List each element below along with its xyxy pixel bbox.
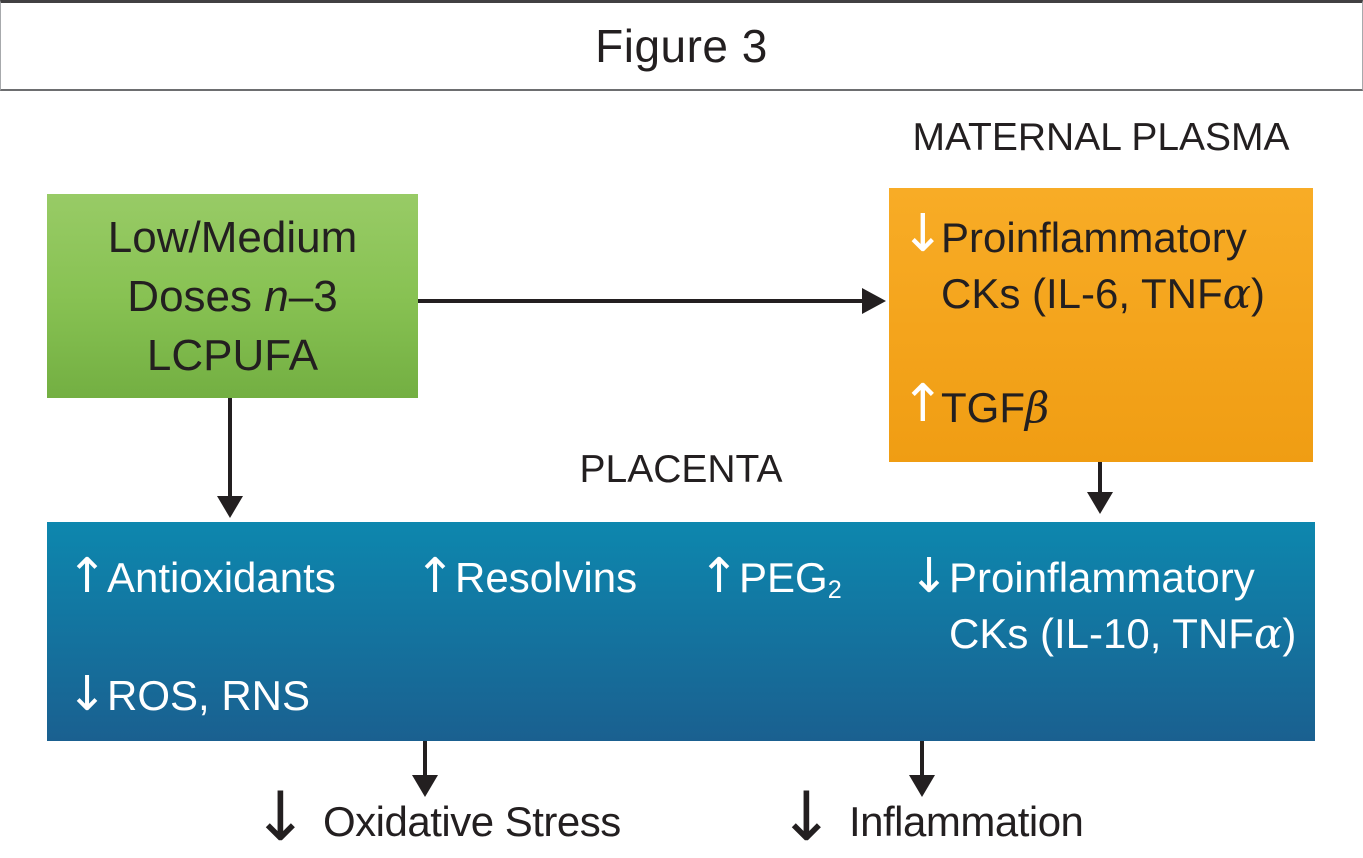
connector-arrow-green-to-placenta-stem (228, 398, 232, 498)
lcpufa-line2-post: –3 (288, 271, 338, 321)
down-arrow-icon: ↓ (778, 778, 835, 857)
placenta-peg2-item: ↑ PEG2 (699, 550, 842, 612)
placenta-antioxidants-label: Antioxidants (107, 554, 336, 601)
maternal-tgf-text: TGFβ (941, 380, 1049, 436)
maternal-plasma-label: MATERNAL PLASMA (912, 116, 1290, 159)
placenta-peg2-label: PEG2 (739, 550, 842, 612)
placenta-resolvins-item: ↑ Resolvins (415, 550, 637, 606)
maternal-cks-text: Proinflammatory CKs (IL-6, TNFα) (941, 210, 1265, 322)
inflammation-label: Inflammation (848, 798, 1084, 845)
placenta-cks-text: Proinflammatory CKs (IL-10, TNFα) (949, 550, 1296, 662)
oxidative-stress-label: Oxidative Stress (322, 798, 621, 845)
placenta-cks-item: ↓ Proinflammatory CKs (IL-10, TNFα) (909, 550, 1296, 662)
connector-arrow-green-to-orange-head (862, 288, 886, 314)
placenta-peg2-subscript: 2 (827, 575, 842, 604)
alpha-symbol: α (1253, 609, 1283, 658)
connector-arrow-to-inflammation-stem (920, 741, 924, 777)
connector-arrow-to-inflammation-head (909, 775, 935, 797)
placenta-resolvins-label: Resolvins (455, 554, 638, 601)
down-arrow-icon: ↓ (901, 204, 945, 264)
maternal-cks-item: ↓ Proinflammatory CKs (IL-6, TNFα) (901, 204, 1265, 322)
lcpufa-line2-n-italic: n (264, 271, 289, 321)
placenta-ros-label: ROS, RNS (107, 672, 311, 719)
maternal-tgf-item: ↑ TGFβ (901, 374, 1049, 436)
up-arrow-icon: ↑ (699, 548, 740, 604)
connector-arrow-orange-to-placenta-head (1087, 492, 1113, 514)
up-arrow-icon: ↑ (67, 548, 108, 604)
lcpufa-line3: LCPUFA (146, 330, 319, 380)
placenta-peg2-pre: PEG (739, 554, 828, 601)
down-arrow-icon: ↓ (909, 548, 950, 604)
maternal-plasma-box: ↓ Proinflammatory CKs (IL-6, TNFα) ↑ TGF… (889, 188, 1313, 462)
connector-arrow-to-oxidative-stress-head (412, 775, 438, 797)
lcpufa-line2: Doses n–3 (47, 267, 418, 326)
maternal-cks-line1: Proinflammatory (941, 214, 1247, 261)
placenta-ros-item: ↓ ROS, RNS (67, 668, 310, 724)
connector-arrow-to-oxidative-stress-stem (423, 741, 427, 777)
connector-arrow-orange-to-placenta-stem (1098, 462, 1102, 494)
up-arrow-icon: ↑ (901, 374, 945, 434)
figure-title: Figure 3 (595, 20, 768, 72)
placenta-antioxidants-item: ↑ Antioxidants (67, 550, 336, 606)
placenta-box: ↑ Antioxidants ↑ Resolvins ↑ PEG2 ↓ Proi… (47, 522, 1315, 741)
inflammation-outcome: ↓ Inflammation (778, 778, 1084, 857)
placenta-label: PLACENTA (579, 448, 783, 491)
placenta-cks-line2: CKs (IL-10, TNFα) (949, 606, 1296, 662)
connector-arrow-green-to-placenta-head (217, 496, 243, 518)
connector-arrow-green-to-orange-stem (418, 299, 864, 303)
placenta-cks-line2-pre: CKs (IL-10, TNF (949, 610, 1254, 657)
lcpufa-line2-pre: Doses (127, 271, 265, 321)
maternal-cks-line2-post: ) (1250, 270, 1265, 317)
oxidative-stress-outcome: ↓ Oxidative Stress (252, 778, 621, 857)
alpha-symbol: α (1222, 269, 1251, 318)
up-arrow-icon: ↑ (415, 548, 456, 604)
beta-symbol: β (1024, 383, 1050, 432)
placenta-cks-line1: Proinflammatory (949, 554, 1255, 601)
maternal-tgf-pre: TGF (941, 384, 1025, 431)
figure-title-band: Figure 3 (0, 0, 1363, 91)
lcpufa-source-box: Low/Medium Doses n–3 LCPUFA (47, 194, 418, 398)
down-arrow-icon: ↓ (252, 778, 309, 857)
placenta-cks-line2-post: ) (1282, 610, 1297, 657)
down-arrow-icon: ↓ (67, 666, 108, 722)
maternal-cks-line2-pre: CKs (IL-6, TNF (941, 270, 1223, 317)
maternal-cks-line2: CKs (IL-6, TNFα) (941, 266, 1265, 322)
lcpufa-line1: Low/Medium (107, 212, 358, 262)
